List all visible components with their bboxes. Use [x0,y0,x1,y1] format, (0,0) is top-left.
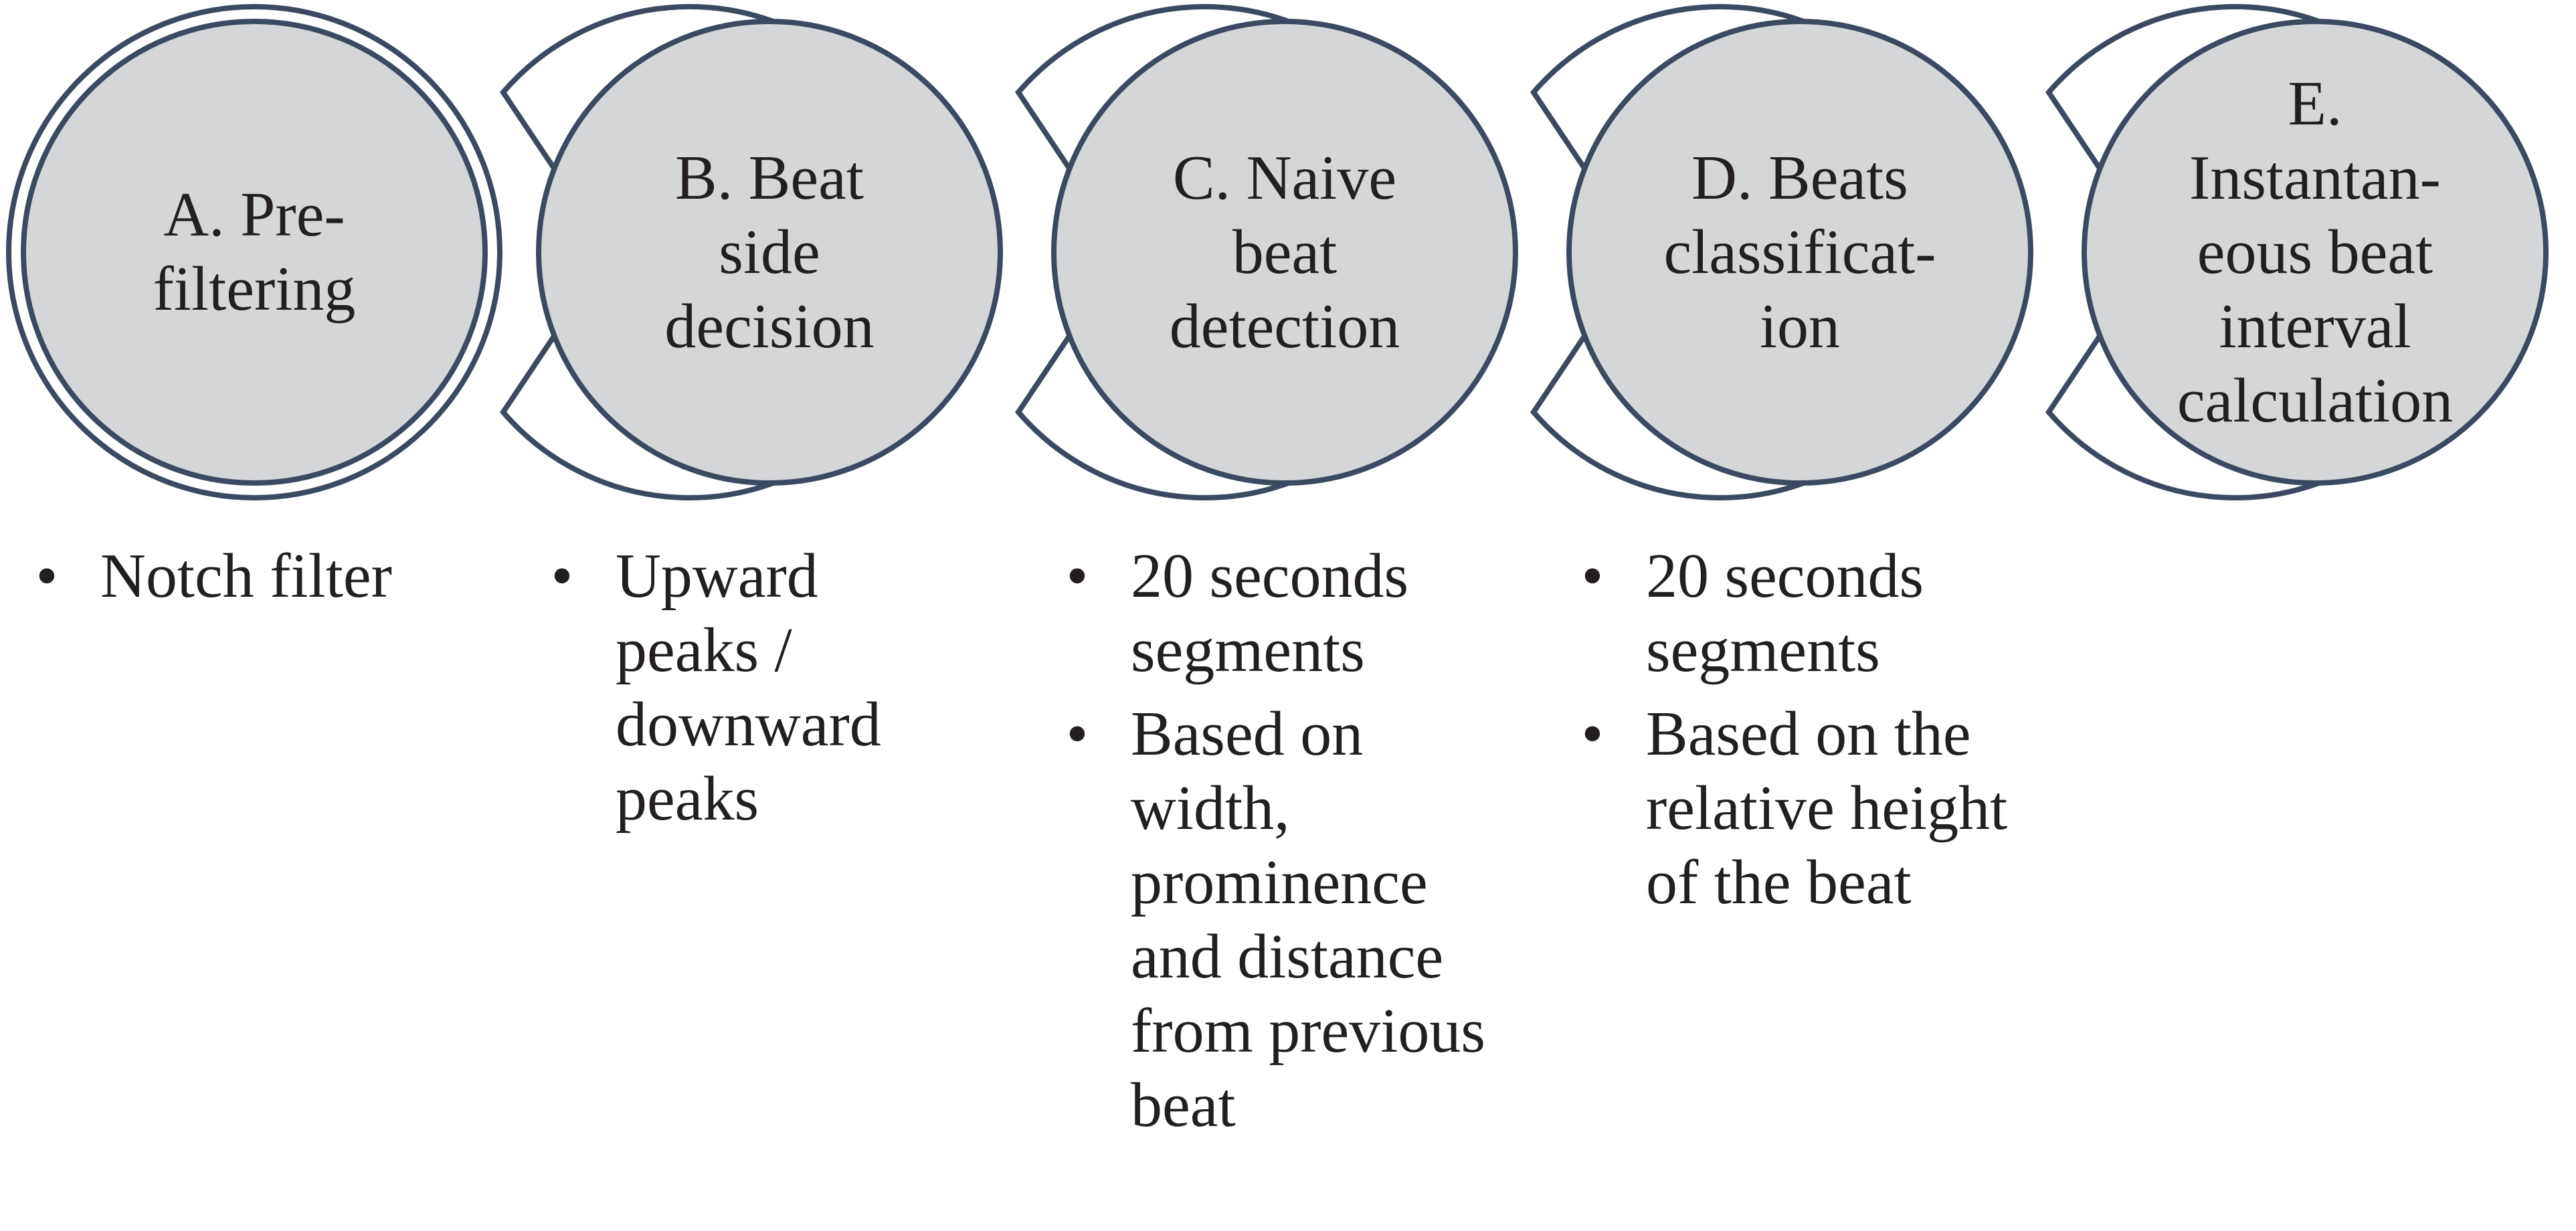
step-d-title-line-3: ion [1759,291,1841,361]
step-a-shape [6,4,502,500]
step-b-inner-circle [536,19,1003,486]
step-e-title-line-2: Instantan- [2189,143,2441,213]
step-a-title-line-2: filtering [153,254,356,324]
step-e-title-line-3: eous beat [2197,217,2433,287]
step-c-details: 20 seconds segments Based on width, prom… [1057,539,1512,1152]
step-c-title-line-3: detection [1169,291,1400,361]
step-c-title-line-1: C. Naive [1172,143,1397,213]
step-a-title: A. Pre- filtering [80,107,428,397]
step-e-title: E. Instantan- eous beat interval calcula… [2141,67,2489,438]
step-b-title-line-2: side [719,217,820,287]
step-e-title-line-1: E. [2288,68,2342,138]
step-e-inner-circle [2082,19,2549,486]
step-c-title: C. Naive beat detection [1111,107,1459,397]
step-b-details: Upward peaks / downward peaks [542,539,950,846]
step-c-shape [1014,4,1518,500]
step-e-shape [2045,4,2549,500]
step-d-title-line-2: classificat- [1663,217,1936,287]
step-d-detail-2: Based on the relative height of the beat [1572,697,2027,920]
step-d-details: 20 seconds segments Based on the relativ… [1572,539,2027,929]
step-b-title-line-1: B. Beat [675,143,864,213]
step-c-detail-2: Based on width, prominence and distance … [1057,697,1512,1143]
step-d-detail-1: 20 seconds segments [1572,539,2027,688]
step-e-title-line-5: calculation [2177,365,2454,436]
step-b-detail-1: Upward peaks / downward peaks [542,539,950,836]
step-a-inner-circle [21,19,488,486]
step-e-title-line-4: interval [2219,291,2411,361]
step-d-title-line-1: D. Beats [1691,143,1908,213]
step-d-shape [1530,4,2033,500]
step-c-detail-1: 20 seconds segments [1057,539,1512,688]
step-c-inner-circle [1051,19,1518,486]
step-b-shape [499,4,1003,500]
step-a-title-line-1: A. Pre- [163,180,345,250]
step-d-inner-circle [1566,19,2033,486]
step-a-details: Notch filter [27,539,468,623]
step-c-title-line-2: beat [1232,217,1338,287]
step-a-detail-1: Notch filter [27,539,468,613]
step-b-title-line-3: decision [664,291,875,361]
step-b-title: B. Beat side decision [595,107,943,397]
step-d-title: D. Beats classificat- ion [1626,107,1974,397]
